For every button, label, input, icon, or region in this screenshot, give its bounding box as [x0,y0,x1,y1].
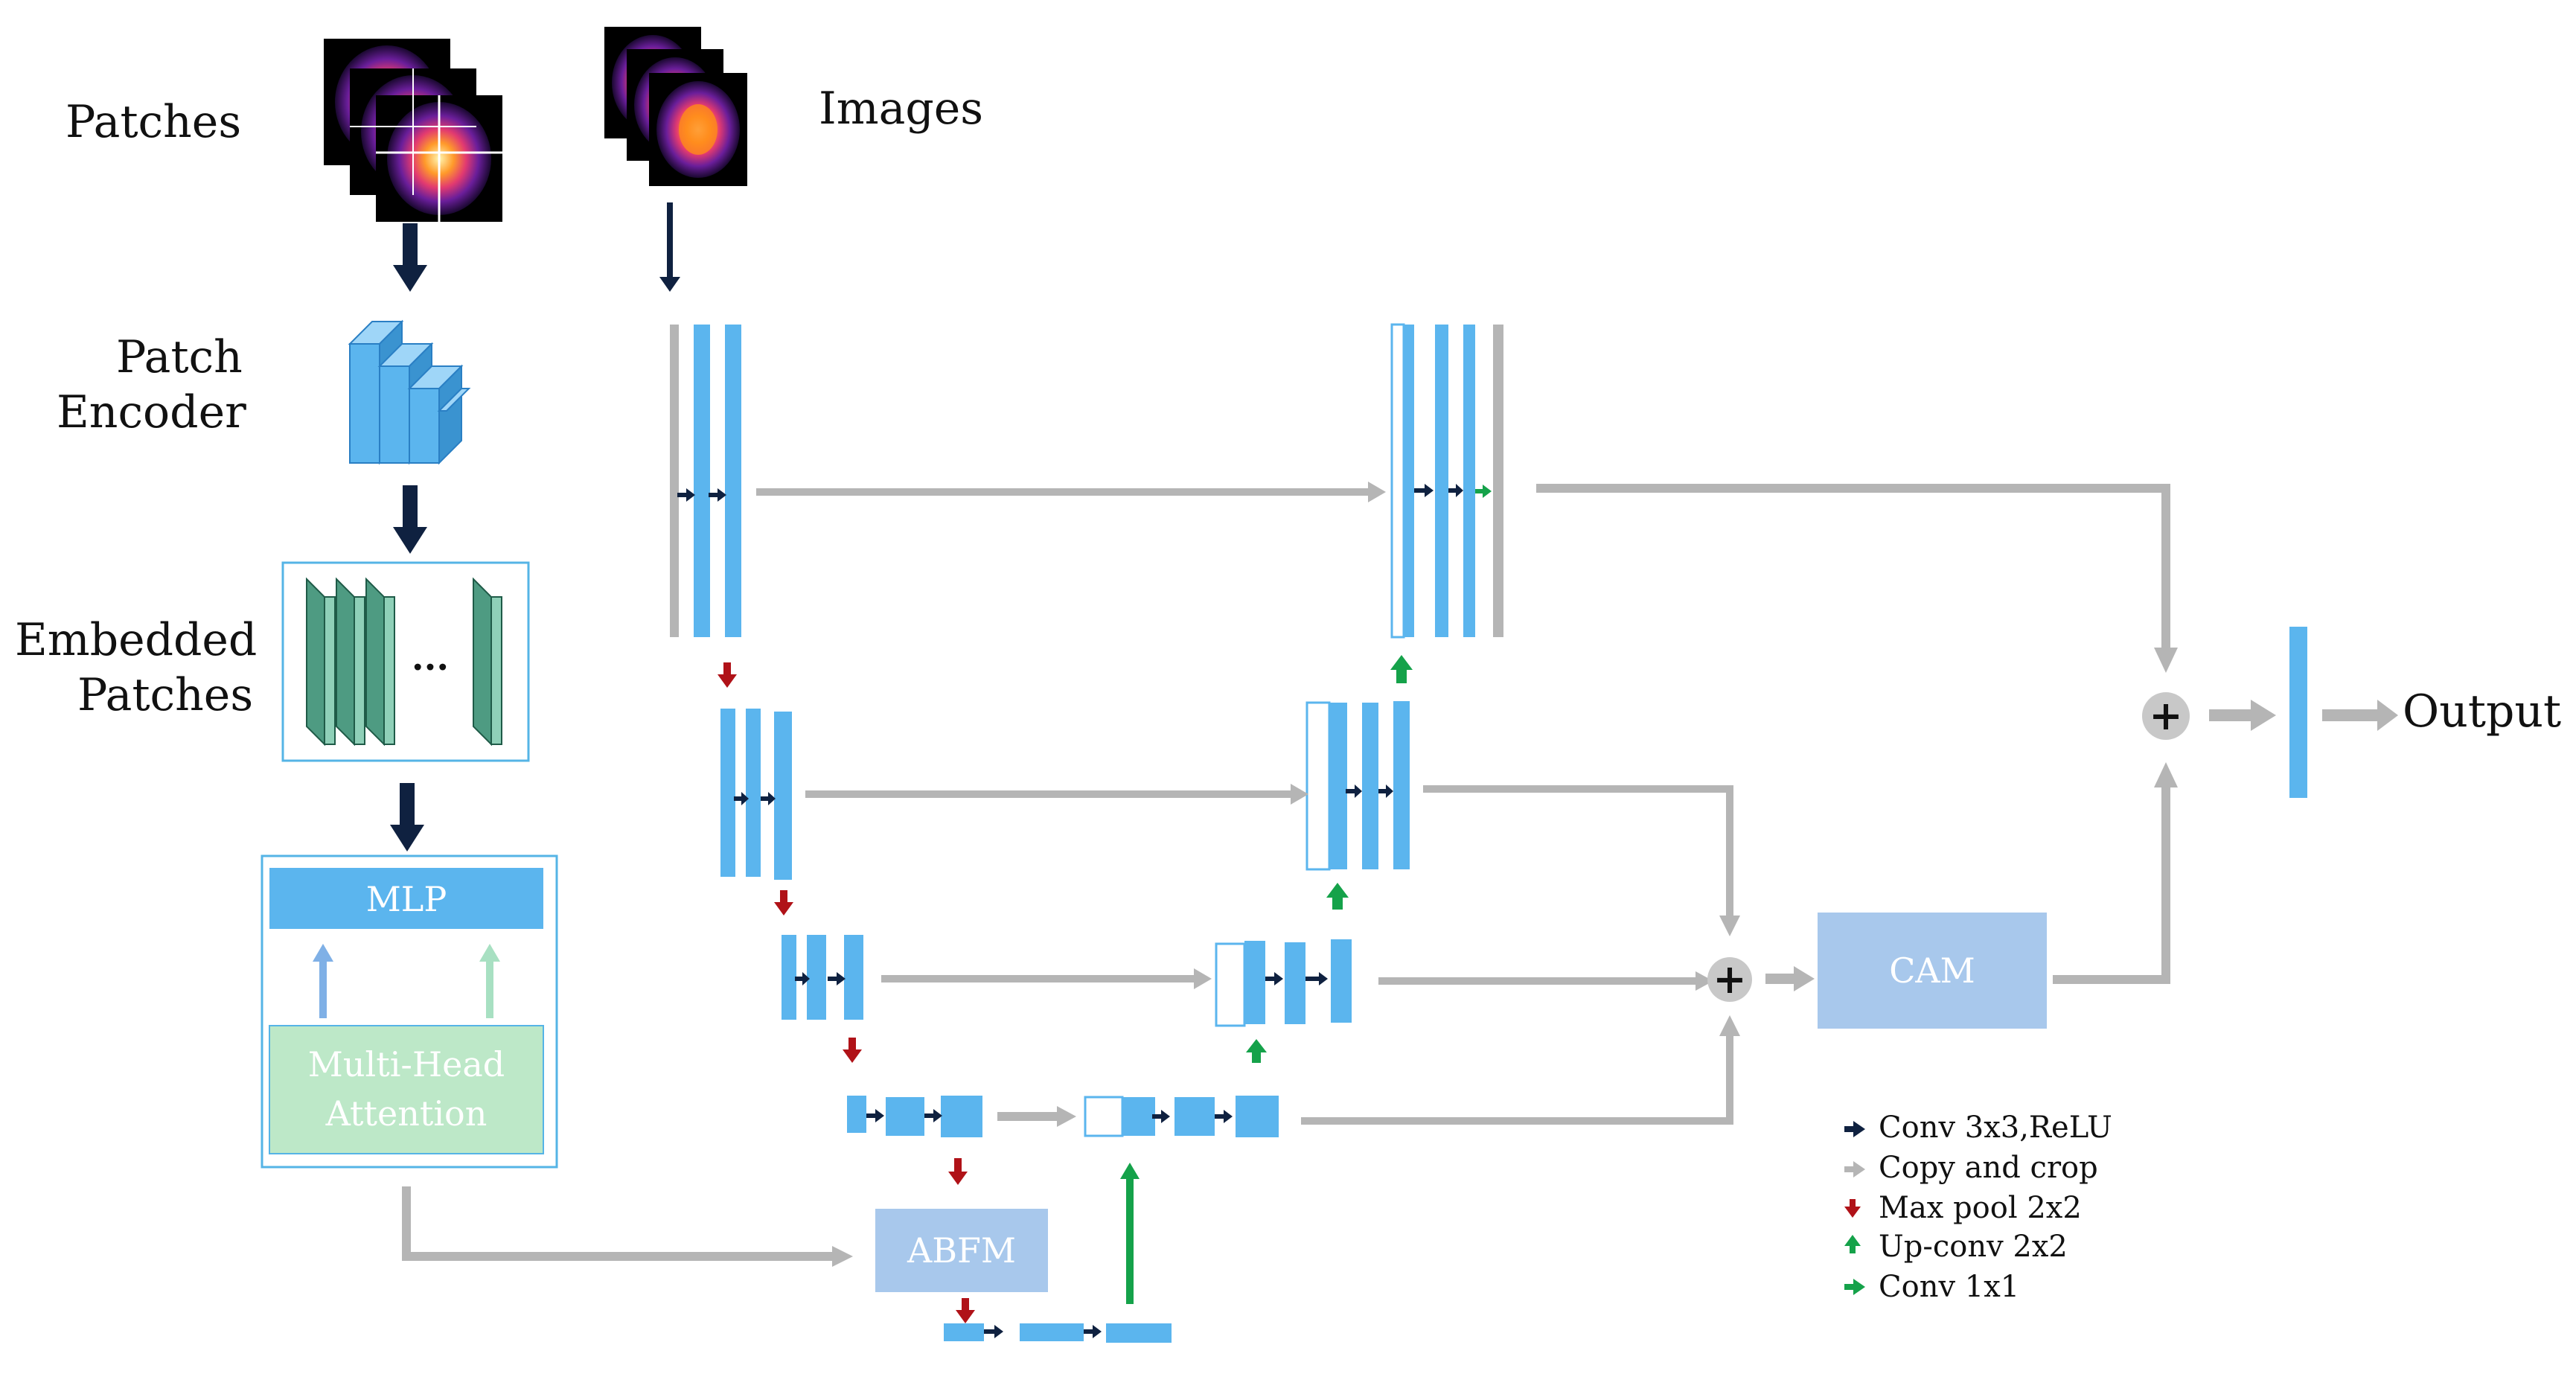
decoder-level-4 [1084,1096,1279,1137]
conv1x1-arrow [1475,485,1492,498]
cam-label: CAM [1889,950,1975,991]
mha-label-line2: Attention [325,1093,488,1134]
transformer-frame [261,854,558,1169]
plus-to-output-bar-arrow [2209,709,2254,721]
conv-arrows [677,484,1463,1338]
encoder-level-1 [670,325,741,637]
patches-label: Patches [65,96,242,148]
output-plus-symbol: + [2149,691,2182,739]
legend-upconv-label: Up-conv 2x2 [1879,1230,2068,1264]
red-arrow-down-icon [1844,1199,1861,1218]
skip-connections [756,482,1386,1127]
transformer-to-abfm-path [402,1186,853,1267]
mha-label-line1: Multi-Head [308,1044,505,1084]
transformer-internal-arrows [313,944,500,1018]
bottleneck [944,1323,1172,1343]
output-arrow [2322,709,2380,721]
legend-pool-label: Max pool 2x2 [1879,1191,2082,1225]
images-to-encoder-arrow [659,202,680,292]
encoder-level-4 [847,1096,982,1137]
maxpool-arrows [717,662,975,1323]
embedded-patch-slabs [306,577,502,747]
green-arrow-right-icon [1844,1279,1865,1295]
fusion-to-cam-arrow [1765,974,1797,984]
gray-arrow-right-icon [1844,1161,1865,1178]
ellipsis-label: ... [412,637,449,679]
legend-copy-label: Copy and crop [1879,1151,2098,1185]
top-to-output-path [1536,484,2170,649]
patch-encoder-label-line2: Encoder [57,386,246,438]
patch-encoder-label-line1: Patch [116,331,243,383]
output-label: Output [2403,686,2562,738]
green-arrow-up-icon [1844,1235,1861,1253]
decoder-level-3 [1215,939,1352,1027]
multi-head-attention-block [269,1025,544,1154]
mlp-label: MLP [366,879,447,919]
left-flow-arrows [390,223,427,851]
mlp-block [269,868,543,929]
upconv-arrows [1120,655,1413,1304]
cam-block [1818,913,2047,1029]
encoder-level-3 [782,935,863,1020]
legend-icons [1844,1121,1865,1295]
patch-encoder-blocks [348,319,471,465]
encoder-level-2 [720,709,792,880]
abfm-block [875,1209,1048,1292]
decoder-level-2 [1305,701,1410,871]
abfm-label: ABFM [907,1230,1016,1271]
output-feature-bar [2289,627,2307,798]
embedded-patches-frame [281,561,530,762]
decoder-level-1 [1390,323,1503,639]
image-thumbnails [604,27,747,186]
patch-thumbnails [324,39,502,222]
fusion-arrowheads [1696,916,1740,1036]
fusion-plus-symbol: + [1713,955,1746,1003]
legend-conv-label: Conv 3x3,ReLU [1879,1111,2112,1145]
dark-arrow-right-icon [1844,1121,1865,1137]
cam-to-output-path [2053,785,2170,984]
embedded-patches-label-line1: Embedded [15,614,258,666]
output-plus-icon [2142,692,2190,740]
legend-conv1-label: Conv 1x1 [1879,1270,2020,1304]
fusion-plus-icon [1707,957,1752,1002]
decoder-to-fusion-paths [1301,785,1733,1125]
embedded-patches-label-line2: Patches [77,669,254,721]
images-label: Images [819,83,984,135]
